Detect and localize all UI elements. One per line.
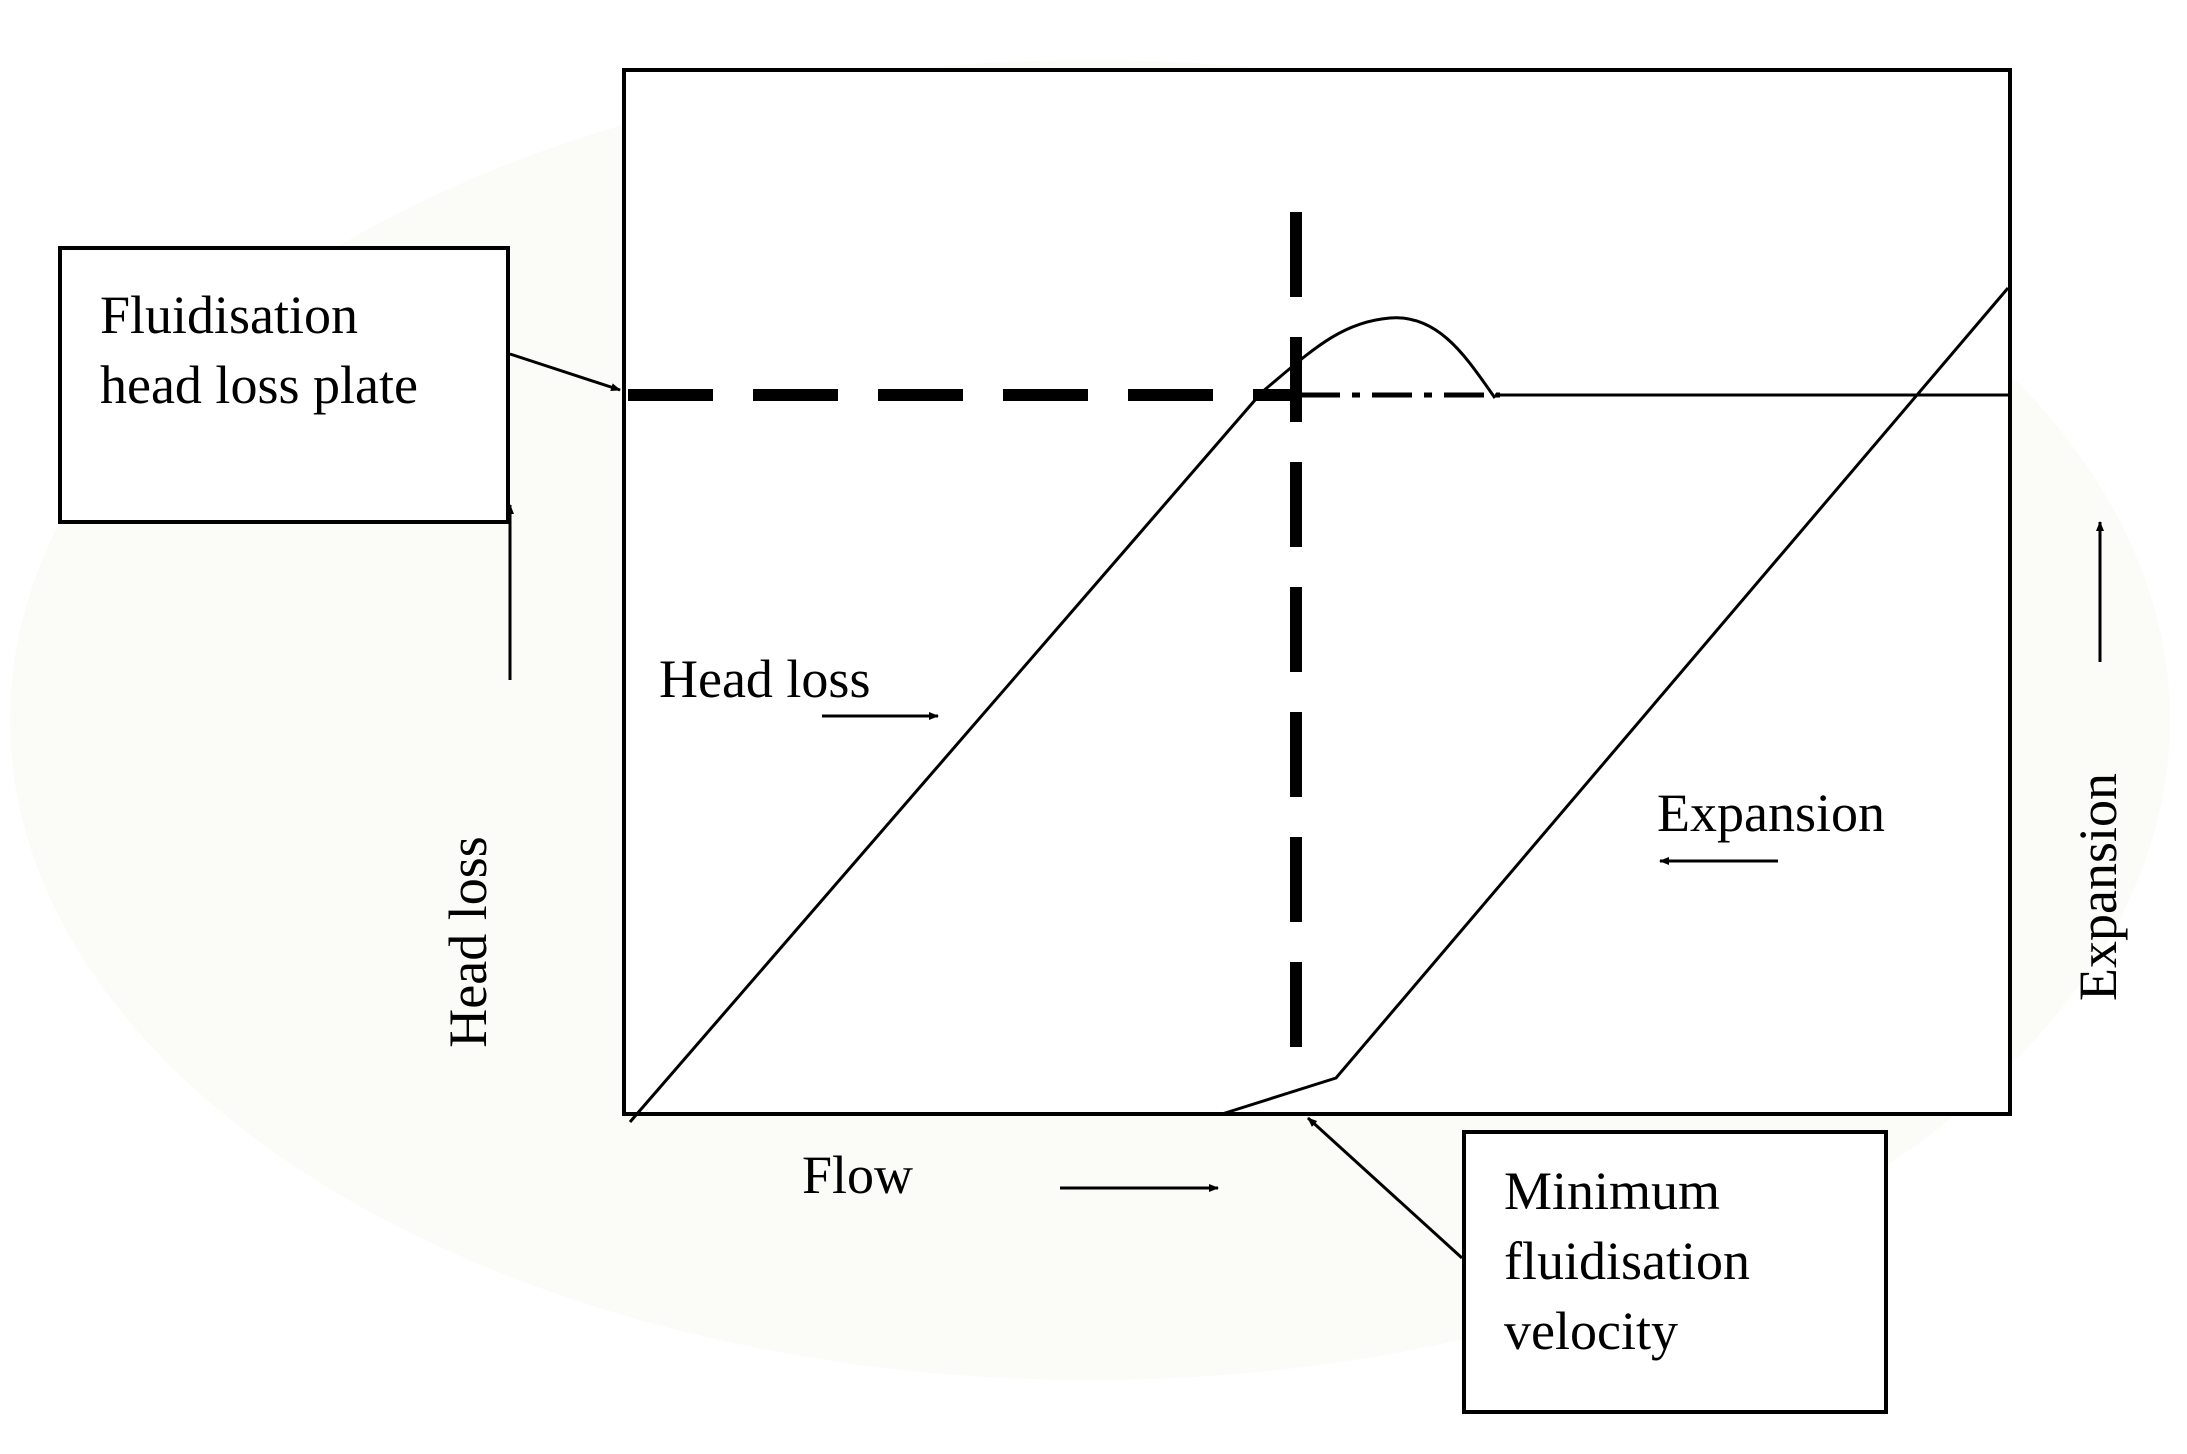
fluidisation-box-line-2: head loss plate	[100, 355, 418, 415]
minimum-fluidisation-velocity-box: Minimum fluidisation velocity	[1462, 1130, 1888, 1414]
plot-frame	[622, 68, 2012, 1116]
fluidisation-box-line-1: Fluidisation	[100, 285, 359, 345]
head-loss-axis-label: Head loss	[438, 836, 498, 1048]
fluidisation-head-loss-plate-box: Fluidisation head loss plate	[58, 246, 510, 524]
minimum-box-line-2: fluidisation	[1504, 1231, 1750, 1291]
minimum-pointer-arrow	[1306, 1116, 1464, 1260]
head-loss-curve-label: Head loss	[659, 649, 871, 709]
flow-axis-label: Flow	[802, 1145, 914, 1205]
expansion-axis-label: Expansion	[2068, 773, 2128, 1001]
minimum-box-line-3: velocity	[1504, 1301, 1678, 1361]
expansion-line	[1221, 287, 2010, 1116]
expansion-curve-label: Expansion	[1657, 783, 1885, 843]
fluidisation-pointer-arrow	[509, 352, 621, 392]
minimum-box-line-1: Minimum	[1504, 1161, 1721, 1221]
